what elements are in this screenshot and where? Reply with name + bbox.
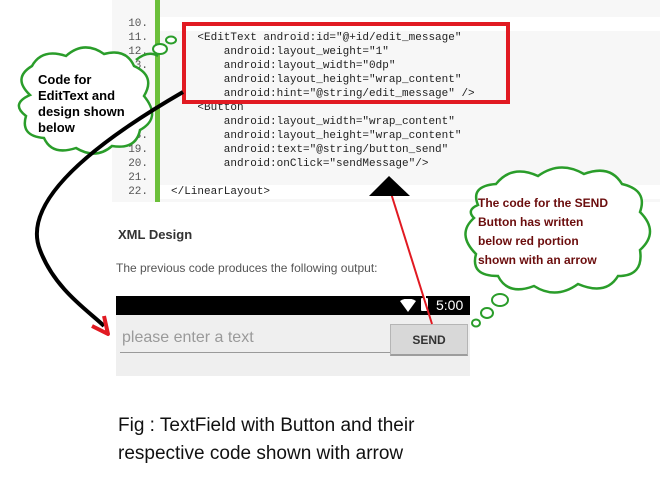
code-gutter-bar (155, 0, 160, 202)
code-line: android:onClick="sendMessage"/> (171, 158, 429, 170)
black-arrow (34, 90, 185, 328)
left-cloud-tail (135, 52, 159, 61)
code-line: android:layout_height="wrap_content" (171, 130, 462, 142)
caption-line: respective code shown with arrow (118, 443, 404, 464)
code-line: </LinearLayout> (171, 186, 271, 198)
line-number: 20. (128, 158, 148, 170)
battery-icon (421, 298, 428, 311)
red-pointer-line (389, 189, 433, 325)
edittext-code-highlight (182, 22, 510, 104)
left-cloud-line: design shown (38, 104, 125, 119)
right-cloud-line: The code for the SEND (478, 196, 609, 210)
section-intro-text: The previous code produces the following… (116, 261, 378, 275)
red-arrow-head (91, 315, 110, 336)
code-line: <EditText android:id="@+id/edit_message" (171, 32, 462, 44)
right-cloud-line: below red portion (478, 234, 579, 248)
status-clock: 5:00 (436, 297, 464, 313)
right-cloud-tail-bubble (480, 307, 494, 319)
left-speech-cloud (17, 46, 154, 155)
code-line: android:layout_width="wrap_content" (171, 116, 455, 128)
send-button[interactable]: SEND (390, 324, 468, 356)
line-number: 19. (128, 144, 148, 156)
code-line: android:layout_width="0dp" (171, 60, 396, 72)
right-cloud-line: shown with an arrow (478, 253, 597, 267)
left-cloud-line: EditText and (38, 88, 116, 103)
left-cloud-text: Code for EditText and design shown below (38, 72, 138, 136)
figure-caption: Fig : TextField with Button and their re… (118, 412, 538, 468)
caption-line: Fig : TextField with Button and their (118, 415, 415, 436)
code-line: android:layout_weight="1" (171, 46, 389, 58)
message-input[interactable] (120, 324, 390, 353)
line-number: 21. (128, 172, 148, 184)
right-cloud-text: The code for the SEND Button has written… (478, 194, 638, 270)
line-number: 11. (128, 32, 148, 44)
left-cloud-line: Code for (38, 72, 92, 87)
black-arrow-head (369, 176, 410, 196)
code-lines: <EditText android:id="@+id/edit_message"… (171, 17, 475, 199)
left-cloud-tail-bubble (152, 43, 168, 55)
status-bar (116, 296, 470, 315)
code-line: android:hint="@string/edit_message" /> (171, 88, 475, 100)
right-cloud-line: Button has written (478, 215, 584, 229)
phone-screen: 5:00 SEND (116, 296, 470, 376)
code-line: android:text="@string/button_send" (171, 144, 449, 156)
code-line: android:layout_height="wrap_content" (171, 74, 462, 86)
line-number: 22. (128, 186, 148, 198)
code-line: <Button (171, 102, 244, 114)
right-speech-cloud (464, 166, 652, 294)
right-cloud-tail-bubble (491, 293, 509, 307)
wifi-icon (400, 299, 416, 312)
section-heading: XML Design (118, 227, 193, 242)
left-cloud-line: below (38, 120, 75, 135)
left-cloud-tail-bubble (165, 35, 177, 45)
right-cloud-tail-bubble (471, 318, 481, 328)
line-number: 10. (128, 18, 148, 30)
